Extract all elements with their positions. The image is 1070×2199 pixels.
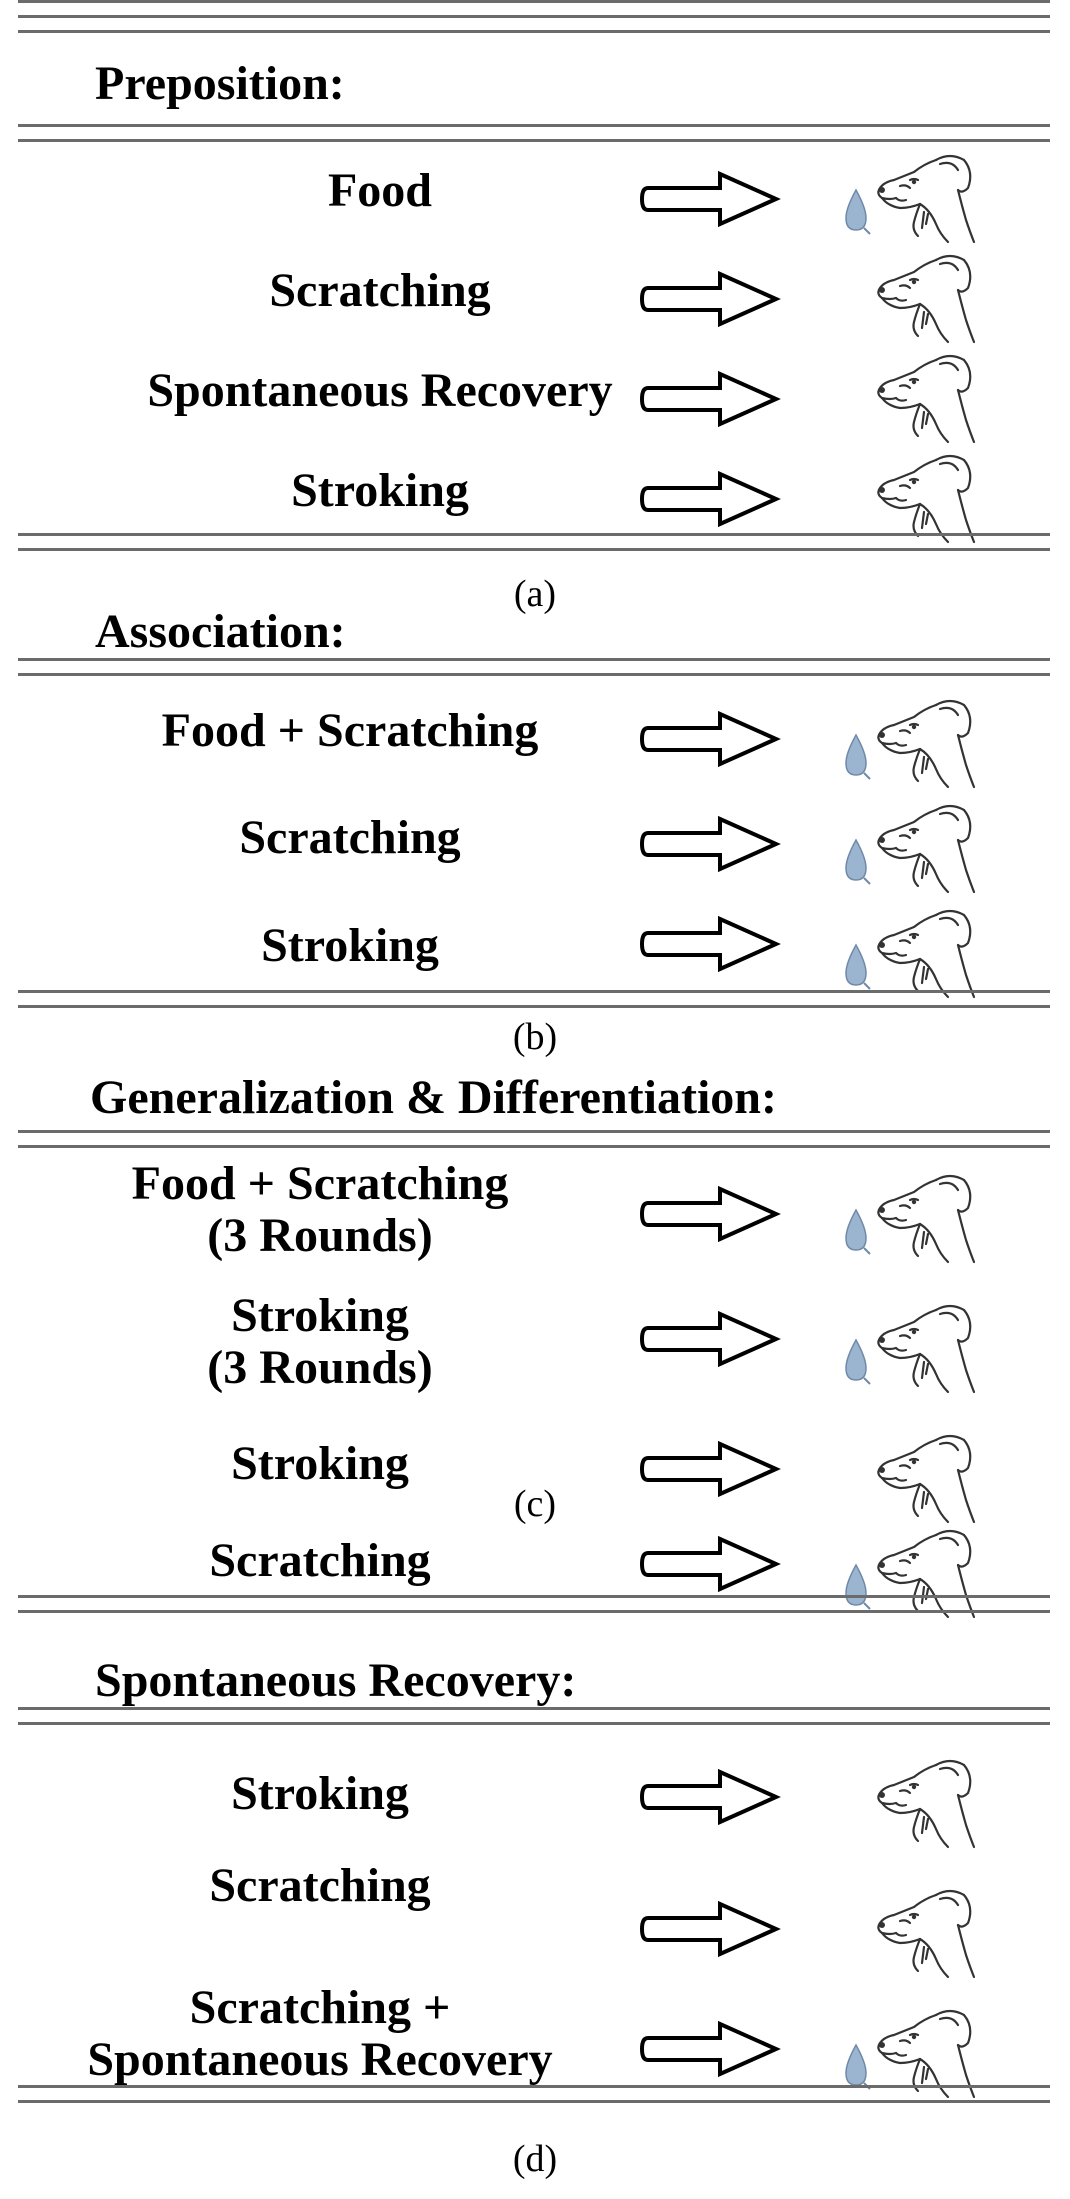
- dog-head-icon: [877, 1174, 976, 1264]
- stimulus-label: Food: [327, 164, 432, 217]
- stimulus-label: Scratching + Spontaneous Recovery: [87, 1981, 553, 2086]
- stimulus-label: Scratching: [209, 1534, 431, 1587]
- dog-head-icon: [877, 699, 976, 789]
- stimulus-label: Stroking (3 Rounds): [207, 1289, 433, 1394]
- double-rule: [18, 124, 1050, 142]
- dog-head-icon: [877, 1759, 976, 1849]
- double-rule: [18, 1130, 1050, 1148]
- saliva-drop-icon: [845, 943, 871, 990]
- dog-head-icon: [877, 804, 976, 894]
- saliva-drop-icon: [845, 733, 871, 780]
- hollow-right-arrow-icon: [640, 915, 781, 973]
- stimulus-label: Spontaneous Recovery: [147, 364, 613, 417]
- saliva-drop-icon: [845, 188, 871, 235]
- stimulus-label: Stroking: [291, 464, 469, 517]
- section-title: Preposition:: [95, 57, 345, 110]
- stimulus-label: Food + Scratching (3 Rounds): [131, 1157, 509, 1262]
- hollow-right-arrow-icon: [640, 1310, 781, 1368]
- saliva-drop-icon: [845, 2043, 871, 2090]
- panel-caption: (c): [513, 1483, 557, 1525]
- stimulus-label: Scratching: [209, 1859, 431, 1912]
- stimulus-label: Stroking: [231, 1767, 409, 1820]
- double-rule: [18, 0, 1050, 18]
- stimulus-label: Stroking: [261, 919, 439, 972]
- double-rule: [18, 2085, 1050, 2103]
- stimulus-label: Scratching: [269, 264, 491, 317]
- saliva-drop-icon: [845, 1338, 871, 1385]
- double-rule: [18, 990, 1050, 1008]
- dog-head-icon: [877, 2009, 976, 2099]
- panel-caption: (b): [512, 1016, 558, 1058]
- dog-head-icon: [877, 254, 976, 344]
- hollow-right-arrow-icon: [640, 170, 781, 228]
- stimulus-label: Stroking: [231, 1437, 409, 1490]
- dog-head-icon: [877, 154, 976, 244]
- hollow-right-arrow-icon: [640, 370, 781, 428]
- stimulus-label: Food + Scratching: [161, 704, 539, 757]
- dog-head-icon: [877, 354, 976, 444]
- stimulus-label: Scratching: [239, 811, 461, 864]
- double-rule: [18, 1595, 1050, 1613]
- panel-caption: (d): [512, 2138, 558, 2180]
- section-title: Spontaneous Recovery:: [95, 1654, 577, 1707]
- dog-head-icon: [877, 1529, 976, 1619]
- dog-head-icon: [877, 454, 976, 544]
- double-rule: [18, 1707, 1050, 1725]
- hollow-right-arrow-icon: [640, 470, 781, 528]
- section-title: Generalization & Differentiation:: [90, 1071, 777, 1124]
- hollow-right-arrow-icon: [640, 710, 781, 768]
- saliva-drop-icon: [845, 838, 871, 885]
- hollow-right-arrow-icon: [640, 1768, 781, 1826]
- double-rule: [18, 533, 1050, 551]
- panel-caption: (a): [513, 573, 557, 615]
- hollow-right-arrow-icon: [640, 2020, 781, 2078]
- hollow-right-arrow-icon: [640, 1185, 781, 1243]
- section-title: Association:: [95, 605, 346, 658]
- dog-head-icon: [877, 1889, 976, 1979]
- hollow-right-arrow-icon: [640, 1900, 781, 1958]
- saliva-drop-icon: [845, 1208, 871, 1255]
- double-rule: [18, 658, 1050, 676]
- hollow-right-arrow-icon: [640, 270, 781, 328]
- hollow-right-arrow-icon: [640, 1440, 781, 1498]
- hollow-right-arrow-icon: [640, 815, 781, 873]
- dog-head-icon: [877, 1304, 976, 1394]
- hollow-right-arrow-icon: [640, 1535, 781, 1593]
- dog-head-icon: [877, 1434, 976, 1524]
